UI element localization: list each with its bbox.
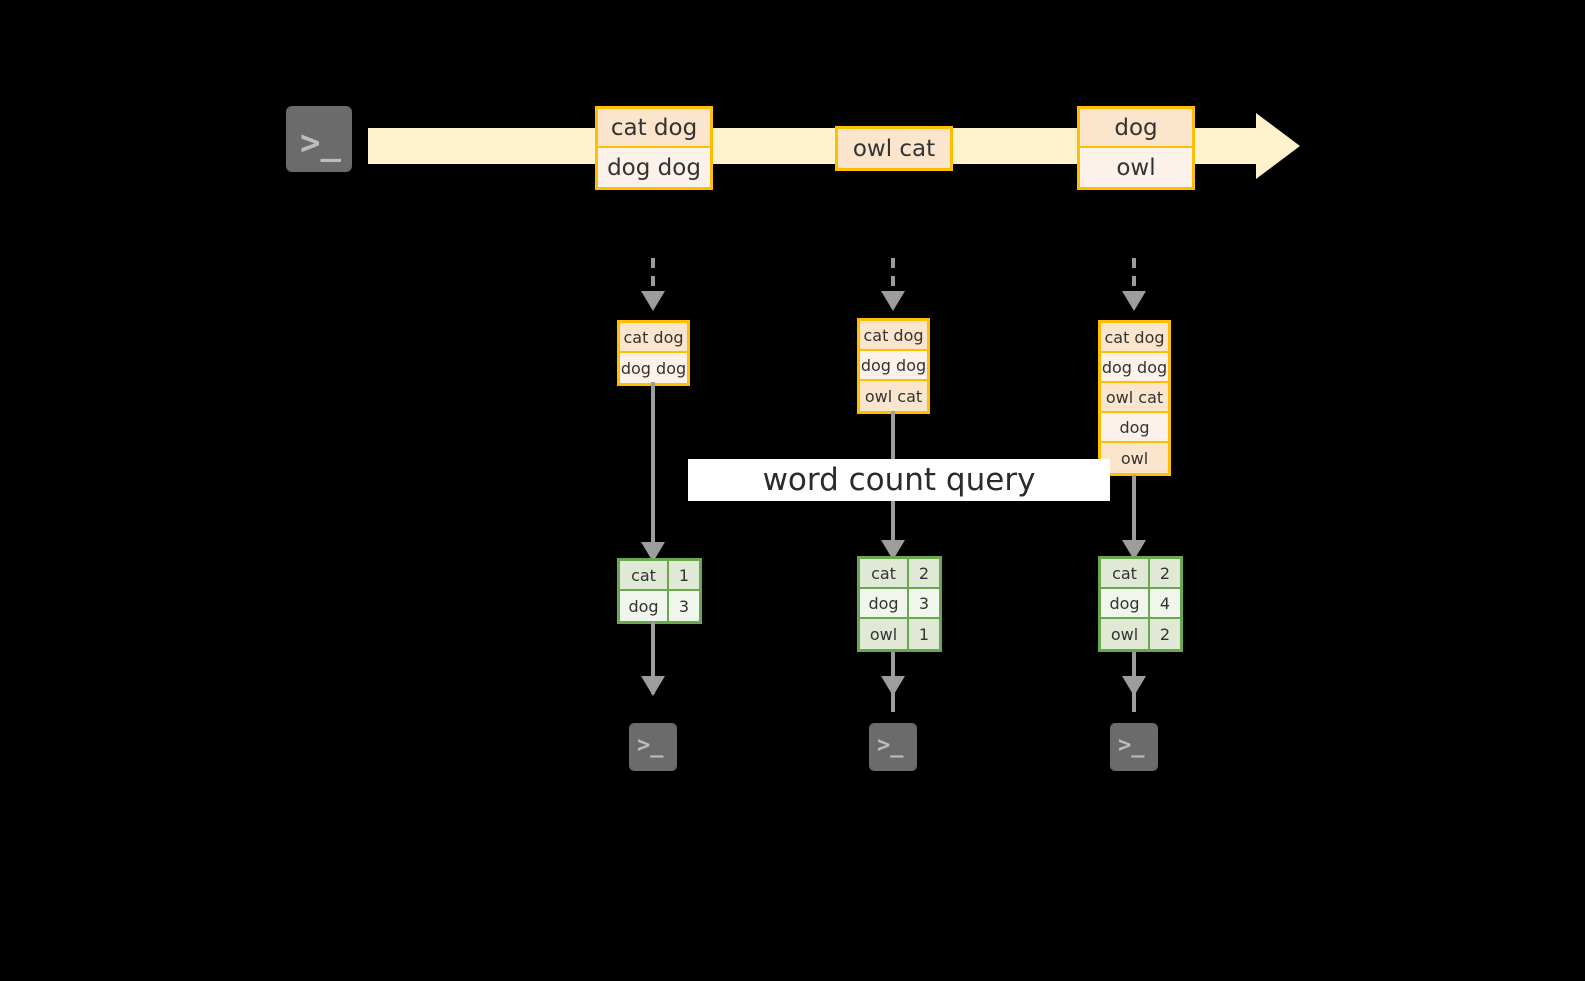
snapshot-2-input-log[interactable]: cat dog dog dog owl cat [857,318,930,414]
log-line: dog dog [620,353,687,383]
log-line: cat dog [620,323,687,353]
log-line: owl cat [860,381,927,411]
log-line: cat dog [860,321,927,351]
terminal-screen [869,723,917,771]
stream-event-batch-3[interactable]: dog owl [1077,106,1195,190]
table-cell-count: 2 [1150,619,1180,649]
snapshot-1-input-log[interactable]: cat dog dog dog [617,320,690,386]
event-line: dog [1080,109,1192,148]
terminal-prompt-glyph: >_ [1118,733,1145,758]
event-line: owl [1080,148,1192,187]
table-row: owl 2 [1101,619,1180,649]
table-row: dog 3 [620,591,699,621]
terminal-screen [286,106,352,172]
snapshot-3-sink-arrowhead [1122,676,1146,696]
stream-event-batch-1[interactable]: cat dog dog dog [595,106,713,190]
snapshot-1-dashed-arrowhead [641,291,665,311]
log-line: owl [1101,443,1168,473]
log-line: dog [1101,413,1168,443]
stream-event-batch-2[interactable]: owl cat [835,126,953,171]
table-cell-word: dog [620,591,669,621]
log-line: dog dog [860,351,927,381]
table-row: owl 1 [860,619,939,649]
table-cell-word: cat [860,559,909,587]
snapshot-2-dashed-arrowhead [881,291,905,311]
snapshot-3-dashed-arrowhead [1122,291,1146,311]
table-row: cat 2 [1101,559,1180,589]
snapshot-1-query-connector [651,382,655,564]
table-cell-count: 3 [909,589,939,617]
log-line: dog dog [1101,353,1168,383]
log-line: owl cat [1101,383,1168,413]
snapshot-1-dashed-connector [651,258,655,296]
snapshot-1-query-arrowhead [641,542,665,562]
terminal-prompt-glyph: >_ [300,123,341,163]
snapshot-3-sink-terminal-icon: >_ [1103,716,1165,778]
event-line: cat dog [598,109,710,148]
table-cell-word: dog [1101,589,1150,617]
table-row: cat 2 [860,559,939,589]
snapshot-3-result-table[interactable]: cat 2 dog 4 owl 2 [1098,556,1183,652]
source-terminal-icon: >_ [276,96,362,182]
snapshot-1-sink-terminal-icon: >_ [622,716,684,778]
event-line: owl cat [838,129,950,168]
event-line: dog dog [598,148,710,187]
snapshot-3-dashed-connector [1132,258,1136,296]
table-row: dog 4 [1101,589,1180,619]
table-cell-count: 3 [669,591,699,621]
snapshot-3-query-arrowhead [1122,540,1146,560]
snapshot-3-input-log[interactable]: cat dog dog dog owl cat dog owl [1098,320,1171,476]
snapshot-2-result-table[interactable]: cat 2 dog 3 owl 1 [857,556,942,652]
table-row: dog 3 [860,589,939,619]
snapshot-1-result-table[interactable]: cat 1 dog 3 [617,558,702,624]
table-cell-word: dog [860,589,909,617]
terminal-prompt-glyph: >_ [637,733,664,758]
table-cell-count: 1 [669,561,699,589]
table-row: cat 1 [620,561,699,591]
snapshot-2-query-arrowhead [881,540,905,560]
terminal-prompt-glyph: >_ [877,733,904,758]
snapshot-2-sink-terminal-icon: >_ [862,716,924,778]
terminal-screen [1110,723,1158,771]
table-cell-word: cat [1101,559,1150,587]
snapshot-3-query-connector [1132,475,1136,563]
log-line: cat dog [1101,323,1168,353]
terminal-screen [629,723,677,771]
table-cell-word: cat [620,561,669,589]
snapshot-2-sink-arrowhead [881,676,905,696]
table-cell-word: owl [860,619,909,649]
table-cell-count: 1 [909,619,939,649]
snapshot-1-sink-arrowhead [641,676,665,696]
table-cell-count: 2 [1150,559,1180,587]
snapshot-2-dashed-connector [891,258,895,296]
table-cell-word: owl [1101,619,1150,649]
table-cell-count: 2 [909,559,939,587]
snapshot-1-sink-connector [651,622,655,694]
event-stream-arrow-head [1256,113,1300,179]
table-cell-count: 4 [1150,589,1180,617]
word-count-query-label: word count query [688,459,1110,501]
